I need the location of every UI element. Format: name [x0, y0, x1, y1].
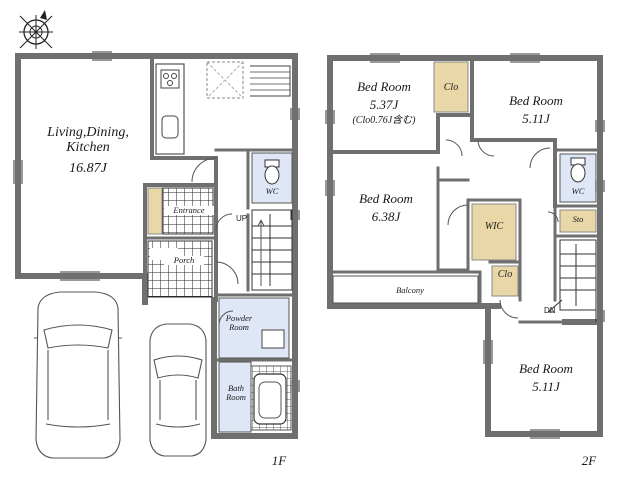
wc-2f-label: WC [571, 186, 585, 196]
compass-icon [19, 10, 53, 49]
bath-room-label: Bath Room [226, 383, 246, 402]
toilet-icon [570, 157, 586, 183]
doors-1f [191, 157, 239, 326]
windows-2f [325, 53, 605, 439]
floor-1 [15, 53, 298, 439]
floor-2-label: 2F [581, 453, 597, 468]
clo-mid-label: Clo [497, 269, 513, 280]
bed-se-size: 5.11J [532, 379, 560, 394]
porch-label: Porch [164, 256, 204, 265]
kitchen-counter [155, 61, 291, 155]
car-icon [149, 323, 207, 457]
windows-1f [13, 51, 300, 392]
ldk-size: 16.87J [69, 161, 107, 176]
stove-icon [160, 69, 180, 89]
bed-nw-size: 5.37J [369, 97, 399, 112]
bed-c-size: 6.38J [371, 209, 401, 224]
bathtub-icon [253, 373, 287, 425]
floor-2 [327, 55, 603, 437]
wc-1f-label: WC [265, 186, 279, 196]
bed-c-name: Bed Room [359, 191, 413, 206]
car-icon [34, 291, 122, 459]
bed-ne-size: 5.11J [522, 111, 550, 126]
ldk-name: Living,Dining, Kitchen [47, 125, 129, 155]
clo-top-label: Clo [443, 82, 459, 93]
bed-ne-name: Bed Room [509, 93, 563, 108]
wic-label: WIC [484, 221, 504, 232]
stair-2f [547, 239, 597, 313]
sto-label: Sto [572, 214, 584, 224]
dn-label: DN [544, 306, 556, 315]
bed-se-name: Bed Room [519, 361, 573, 376]
balcony-label: Balcony [396, 285, 424, 295]
sink-icon [161, 115, 179, 139]
toilet-icon [264, 159, 280, 185]
stair-1f [251, 209, 293, 291]
up-label: UP [236, 214, 248, 223]
doors-2f [445, 139, 559, 319]
powder-room-label: Powder Room [225, 313, 253, 332]
bed-nw-note: (Clo0.76J含む) [352, 115, 416, 126]
floor-1-label: 1F [271, 453, 287, 468]
bed-nw-name: Bed Room [357, 79, 411, 94]
entrance-label: Entrance [164, 206, 214, 215]
